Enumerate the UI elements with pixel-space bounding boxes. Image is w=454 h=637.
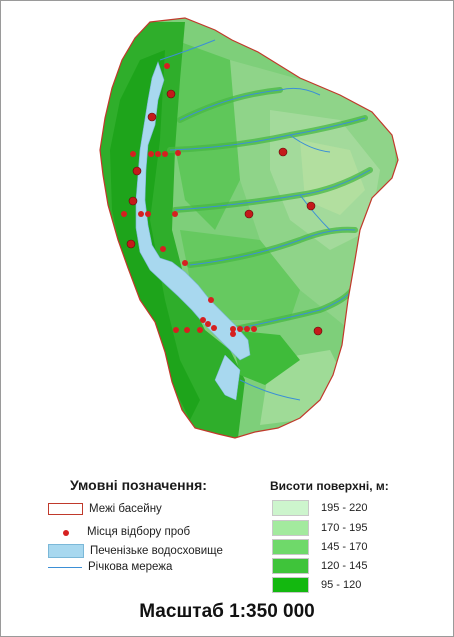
sample-point	[172, 211, 178, 217]
sample-point	[230, 326, 236, 332]
sample-point	[128, 196, 138, 206]
elevation-class: 195 - 220	[272, 500, 367, 516]
sample-point	[166, 89, 176, 99]
sample-point	[147, 112, 157, 122]
sampling-points	[121, 63, 323, 337]
sample-point	[251, 326, 257, 332]
elevation-swatch	[272, 577, 309, 593]
sample-point	[184, 327, 190, 333]
sample-point	[126, 239, 136, 249]
elevation-class: 120 - 145	[272, 558, 367, 574]
sample-point	[200, 317, 206, 323]
sample-point	[278, 147, 288, 157]
boundary-swatch	[48, 503, 83, 515]
sample-point	[244, 209, 254, 219]
legend-item-sample: Місця відбору проб	[48, 523, 190, 541]
sample-point	[173, 327, 179, 333]
elevation-swatch	[272, 500, 309, 516]
legend-label: Межі басейну	[89, 503, 162, 515]
legend-title: Умовні позначення:	[70, 477, 207, 493]
sample-point	[130, 151, 136, 157]
elevation-label: 170 - 195	[321, 522, 368, 534]
sample-point	[244, 326, 250, 332]
elevation-label: 195 - 220	[321, 502, 368, 514]
legend-item-reservoir: Печенізьке водосховище	[48, 544, 223, 558]
legend-item-river: Річкова мережа	[48, 561, 172, 573]
sample-point	[164, 63, 170, 69]
sample-point	[132, 166, 142, 176]
elevation-class: 170 - 195	[272, 520, 367, 536]
sample-point	[162, 151, 168, 157]
elevation-swatch	[272, 520, 309, 536]
legend-item-boundary: Межі басейну	[48, 503, 162, 515]
river-line-icon	[48, 566, 82, 568]
elevation-label: 120 - 145	[321, 560, 368, 572]
sample-point	[197, 327, 203, 333]
sample-point	[148, 151, 154, 157]
sample-point	[138, 211, 144, 217]
sample-point	[160, 246, 166, 252]
river-network	[159, 39, 371, 401]
reservoir-swatch	[48, 544, 84, 558]
sample-dot-icon	[48, 523, 83, 541]
map-scale: Масштаб 1:350 000	[139, 601, 315, 622]
elevation-swatch	[272, 558, 309, 574]
sample-point	[230, 331, 236, 337]
sample-point	[175, 150, 181, 156]
sample-point	[182, 260, 188, 266]
sample-point	[145, 211, 151, 217]
legend-label: Печенізьке водосховище	[90, 545, 223, 557]
sample-point	[121, 211, 127, 217]
sample-point	[306, 201, 316, 211]
legend-label: Річкова мережа	[88, 561, 173, 573]
sample-point	[313, 326, 323, 336]
sample-point	[237, 326, 243, 332]
elevation-class: 145 - 170	[272, 539, 367, 555]
elevation-legend-title: Висоти поверхні, м:	[270, 479, 389, 493]
elevation-label: 95 - 120	[321, 579, 362, 591]
sample-point	[155, 151, 161, 157]
sample-point	[208, 297, 214, 303]
elevation-label: 145 - 170	[321, 541, 368, 553]
legend-label: Місця відбору проб	[87, 526, 191, 538]
elevation-class: 95 - 120	[272, 577, 361, 593]
reservoir-lower	[214, 354, 241, 401]
sample-point	[205, 321, 211, 327]
sample-point	[211, 325, 217, 331]
elevation-swatch	[272, 539, 309, 555]
basin-boundary	[99, 17, 399, 439]
